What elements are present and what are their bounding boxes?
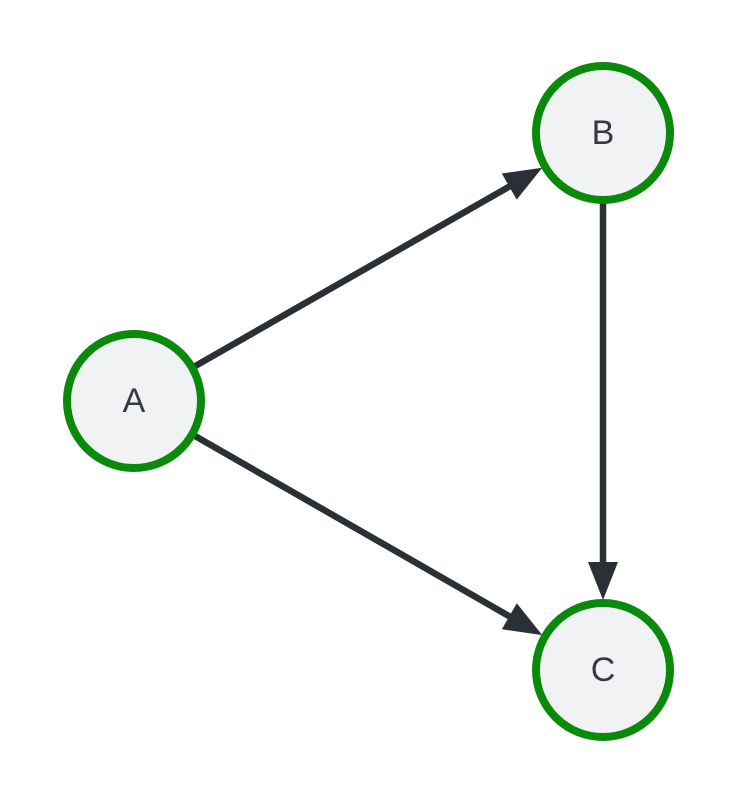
node-label: B: [592, 114, 615, 152]
node-circle: [63, 330, 205, 472]
edge-b-to-c: [588, 203, 618, 600]
node-c[interactable]: C: [532, 599, 674, 741]
edges-layer: [193, 167, 618, 636]
arrowhead: [588, 562, 618, 600]
edge-a-to-c: [193, 433, 543, 636]
edge-line: [193, 182, 513, 370]
node-label: C: [591, 651, 616, 689]
arrowhead: [501, 167, 543, 200]
node-b[interactable]: B: [532, 62, 674, 204]
nodes-layer: A B C: [63, 62, 674, 741]
node-circle: [532, 599, 674, 741]
node-label: A: [123, 382, 146, 420]
arrowhead: [501, 603, 543, 636]
edge-a-to-b: [193, 167, 543, 370]
node-circle: [532, 62, 674, 204]
edge-line: [193, 433, 513, 621]
node-a[interactable]: A: [63, 330, 205, 472]
